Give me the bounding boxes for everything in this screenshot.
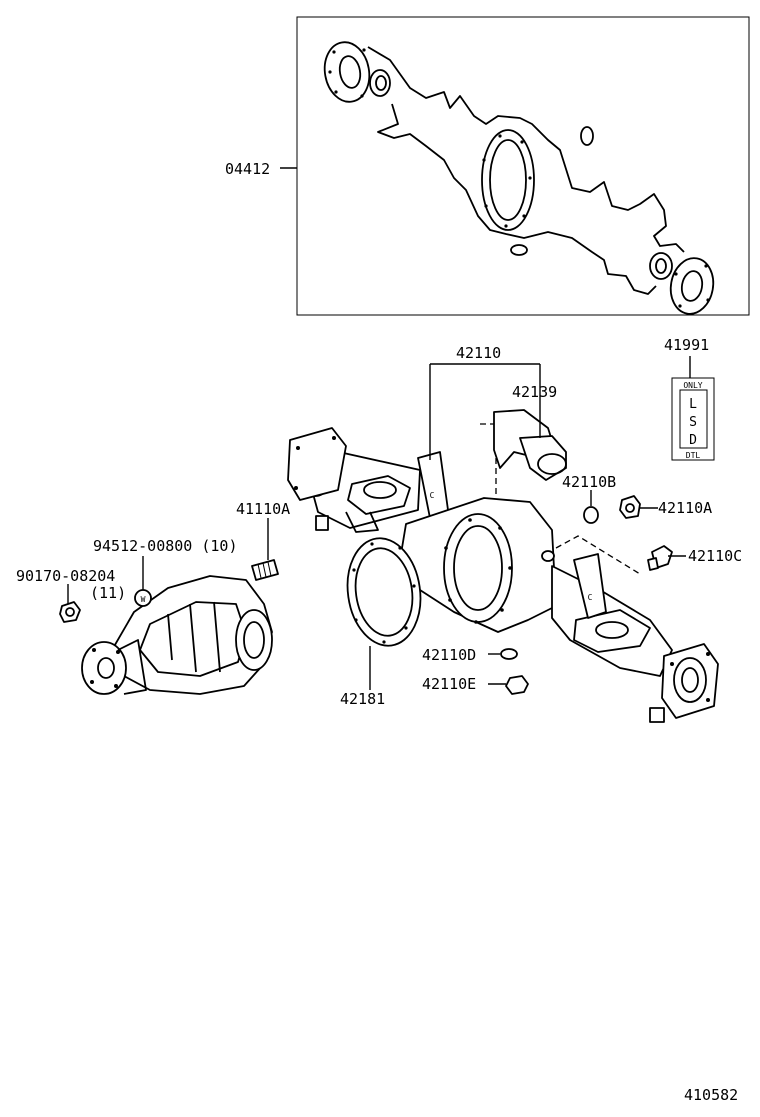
lsd-tag-letter-s: S <box>689 415 697 430</box>
axle-housing: C C <box>287 427 719 723</box>
lsd-tag-top-text: ONLY <box>683 381 702 390</box>
label-42181: 42181 <box>340 690 385 708</box>
label-04412: 04412 <box>225 160 270 178</box>
label-42110: 42110 <box>456 344 501 362</box>
label-94512: 94512-00800 (10) <box>93 537 238 555</box>
label-90170: 90170-08204 <box>16 567 115 585</box>
kit-gasket-set <box>323 41 715 315</box>
plug-42110e <box>505 675 529 695</box>
figure-id: 410582 <box>684 1086 738 1104</box>
gasket-42181 <box>346 537 422 647</box>
label-90170-qty: (11) <box>90 584 126 602</box>
bracket-mark-right: C <box>588 593 593 602</box>
washer-94512: W <box>134 589 152 607</box>
lsd-tag: ONLY L S D DTL <box>671 377 715 461</box>
washer-mark: W <box>141 595 146 604</box>
stud-41110a <box>251 559 279 581</box>
nut-42110a <box>619 495 641 519</box>
bracket-42139 <box>480 409 567 494</box>
lsd-tag-letter-l: L <box>689 397 697 412</box>
differential-carrier <box>81 575 273 695</box>
label-42110b: 42110B <box>562 473 616 491</box>
label-41110a: 41110A <box>236 500 290 518</box>
label-42139: 42139 <box>512 383 557 401</box>
leader-lines <box>67 167 691 690</box>
label-41991: 41991 <box>664 336 709 354</box>
label-42110e: 42110E <box>422 675 476 693</box>
label-42110a: 42110A <box>658 499 712 517</box>
label-42110c: 42110C <box>688 547 742 565</box>
label-42110d: 42110D <box>422 646 476 664</box>
plug-42110d <box>500 648 518 660</box>
breather-42110c <box>647 545 673 571</box>
kit-frame <box>296 16 750 316</box>
bracket-mark-left: C <box>430 491 435 500</box>
plug-42110b <box>583 506 599 524</box>
nut-90170 <box>59 601 81 623</box>
lsd-tag-letter-d: D <box>689 433 697 448</box>
lsd-tag-bottom-text: DTL <box>686 451 701 460</box>
